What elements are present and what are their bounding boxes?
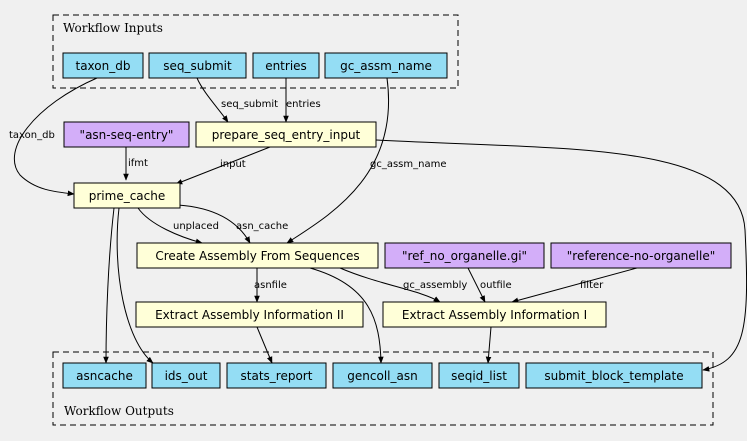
workflow-inputs-cluster: Workflow Inputs	[52, 14, 459, 89]
node-label: prepare_seq_entry_input	[212, 128, 361, 142]
node-label: gc_assm_name	[340, 59, 432, 73]
node-label: taxon_db	[76, 59, 131, 73]
node-label: prime_cache	[89, 189, 166, 203]
edge-label-seq-submit: seq_submit	[221, 99, 278, 110]
edge-stats-report	[256, 326, 273, 364]
node-prepare-seq-entry-input[interactable]: prepare_seq_entry_input	[195, 121, 377, 148]
node-ids-out[interactable]: ids_out	[151, 362, 221, 389]
edge-unplaced	[137, 207, 203, 245]
node-label: "asn-seq-entry"	[80, 128, 174, 142]
edge-label-outfile: outfile	[480, 280, 512, 291]
node-reference-no-organelle[interactable]: "reference-no-organelle"	[550, 242, 732, 269]
edge-taxon-db	[14, 77, 98, 197]
edge-input	[175, 146, 271, 185]
node-create-assembly[interactable]: Create Assembly From Sequences	[136, 242, 379, 269]
edge-label-asnfile: asnfile	[254, 280, 287, 291]
edge-label-input: input	[220, 159, 246, 170]
edge-label-entries: entries	[286, 99, 321, 110]
edge-label-taxon-db: taxon_db	[9, 130, 55, 141]
node-asncache[interactable]: asncache	[62, 362, 147, 389]
edge-label-gc-assembly: gc_assembly	[403, 280, 467, 291]
node-prime-cache[interactable]: prime_cache	[73, 182, 181, 209]
node-extract-info-1[interactable]: Extract Assembly Information I	[382, 301, 607, 328]
node-label: ids_out	[165, 369, 208, 383]
node-label: entries	[265, 59, 307, 73]
node-label: "ref_no_organelle.gi"	[402, 249, 527, 263]
node-label: "reference-no-organelle"	[567, 249, 715, 263]
edge-label-gc-assm-name: gc_assm_name	[370, 159, 447, 170]
edge-seqid-list	[485, 326, 492, 364]
node-label: seq_submit	[163, 59, 232, 73]
edge-label-ifmt: ifmt	[128, 158, 148, 169]
edge-prime-asncache	[103, 207, 115, 364]
edge-submit-block	[375, 139, 747, 372]
workflow-outputs-label: Workflow Outputs	[64, 404, 174, 418]
node-gencoll-asn[interactable]: gencoll_asn	[332, 362, 433, 389]
edge-label-filter: filter	[580, 280, 604, 291]
node-asn-seq-entry[interactable]: "asn-seq-entry"	[63, 121, 190, 148]
node-entries[interactable]: entries	[252, 52, 320, 79]
edge-label-asn-cache: asn_cache	[236, 221, 288, 232]
edge-gc-assembly	[339, 267, 441, 303]
node-label: gencoll_asn	[347, 369, 417, 383]
node-ref-no-organelle[interactable]: "ref_no_organelle.gi"	[384, 242, 545, 269]
workflow-inputs-label: Workflow Inputs	[63, 21, 163, 35]
edge-labels: seq_submit entries taxon_db ifmt input g…	[9, 99, 604, 291]
edge-filter	[511, 267, 638, 304]
node-label: Extract Assembly Information I	[402, 308, 587, 322]
node-stats-report[interactable]: stats_report	[226, 362, 327, 389]
node-label: seqid_list	[451, 369, 507, 383]
node-label: Create Assembly From Sequences	[155, 249, 359, 263]
edge-asn-cache	[177, 204, 251, 244]
node-submit-block-template[interactable]: submit_block_template	[525, 362, 703, 389]
edge-outfile	[467, 267, 486, 303]
node-extract-info-2[interactable]: Extract Assembly Information II	[135, 301, 364, 328]
edge-seq-submit	[196, 77, 229, 123]
edges	[14, 77, 747, 372]
node-seq-submit[interactable]: seq_submit	[148, 52, 247, 79]
edge-gc-assm-name	[286, 77, 389, 244]
edge-label-unplaced: unplaced	[173, 221, 219, 232]
edge-create-gencoll	[309, 267, 384, 364]
workflow-outputs-cluster: Workflow Outputs	[52, 351, 714, 426]
node-gc-assm-name[interactable]: gc_assm_name	[324, 52, 448, 79]
node-taxon-db[interactable]: taxon_db	[62, 52, 144, 79]
node-seqid-list[interactable]: seqid_list	[438, 362, 520, 389]
edge-prime-ids-out	[116, 207, 154, 364]
node-label: submit_block_template	[544, 369, 683, 383]
node-label: Extract Assembly Information II	[155, 308, 344, 322]
node-label: stats_report	[241, 369, 313, 383]
node-label: asncache	[76, 369, 133, 383]
